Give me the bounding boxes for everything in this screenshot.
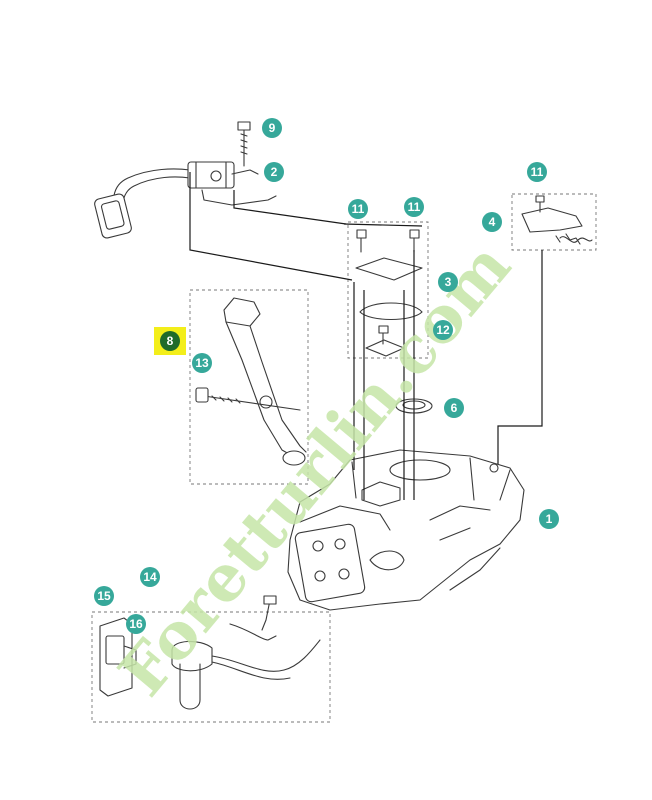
callout-15[interactable]: 15 <box>94 586 114 606</box>
callout-11-governor[interactable]: 11 <box>527 162 547 182</box>
callout-label: 11 <box>408 200 421 214</box>
callout-label: 2 <box>271 165 278 179</box>
callout-label: 14 <box>143 570 157 584</box>
callout-label: 15 <box>97 589 111 603</box>
callout-4[interactable]: 4 <box>482 212 502 232</box>
callout-label: 9 <box>269 121 276 135</box>
callout-3[interactable]: 3 <box>438 272 458 292</box>
callout-label: 3 <box>445 275 452 289</box>
valve-cover-assembly <box>347 221 429 359</box>
callout-1[interactable]: 1 <box>539 509 559 529</box>
callout-label: 6 <box>451 401 458 415</box>
governor-linkage <box>511 193 597 251</box>
callout-9[interactable]: 9 <box>262 118 282 138</box>
callout-2[interactable]: 2 <box>264 162 284 182</box>
callout-label: 11 <box>352 202 365 216</box>
callout-label: 12 <box>436 323 450 337</box>
switch-wiring-assembly <box>91 595 331 723</box>
oil-fill-tube-assembly <box>189 289 309 485</box>
spark-plug-cap-wire <box>94 168 191 239</box>
callout-label: 16 <box>129 617 143 631</box>
callout-11-valve-left[interactable]: 11 <box>348 199 368 219</box>
callout-label: 1 <box>546 512 553 526</box>
callout-12[interactable]: 12 <box>433 320 453 340</box>
callout-16[interactable]: 16 <box>126 614 146 634</box>
callout-14[interactable]: 14 <box>140 567 160 587</box>
callout-6[interactable]: 6 <box>444 398 464 418</box>
callout-label: 4 <box>489 215 496 229</box>
ignition-coil <box>187 161 277 206</box>
callout-13[interactable]: 13 <box>192 353 212 373</box>
callout-8[interactable]: 8 <box>154 327 186 355</box>
callout-label: 11 <box>531 165 544 179</box>
crankcase <box>287 449 525 611</box>
bolt-9 <box>237 121 251 167</box>
leader-lines <box>189 172 543 500</box>
callout-label: 8 <box>167 334 174 348</box>
callout-label: 13 <box>195 356 209 370</box>
callout-11-valve-right[interactable]: 11 <box>404 197 424 217</box>
